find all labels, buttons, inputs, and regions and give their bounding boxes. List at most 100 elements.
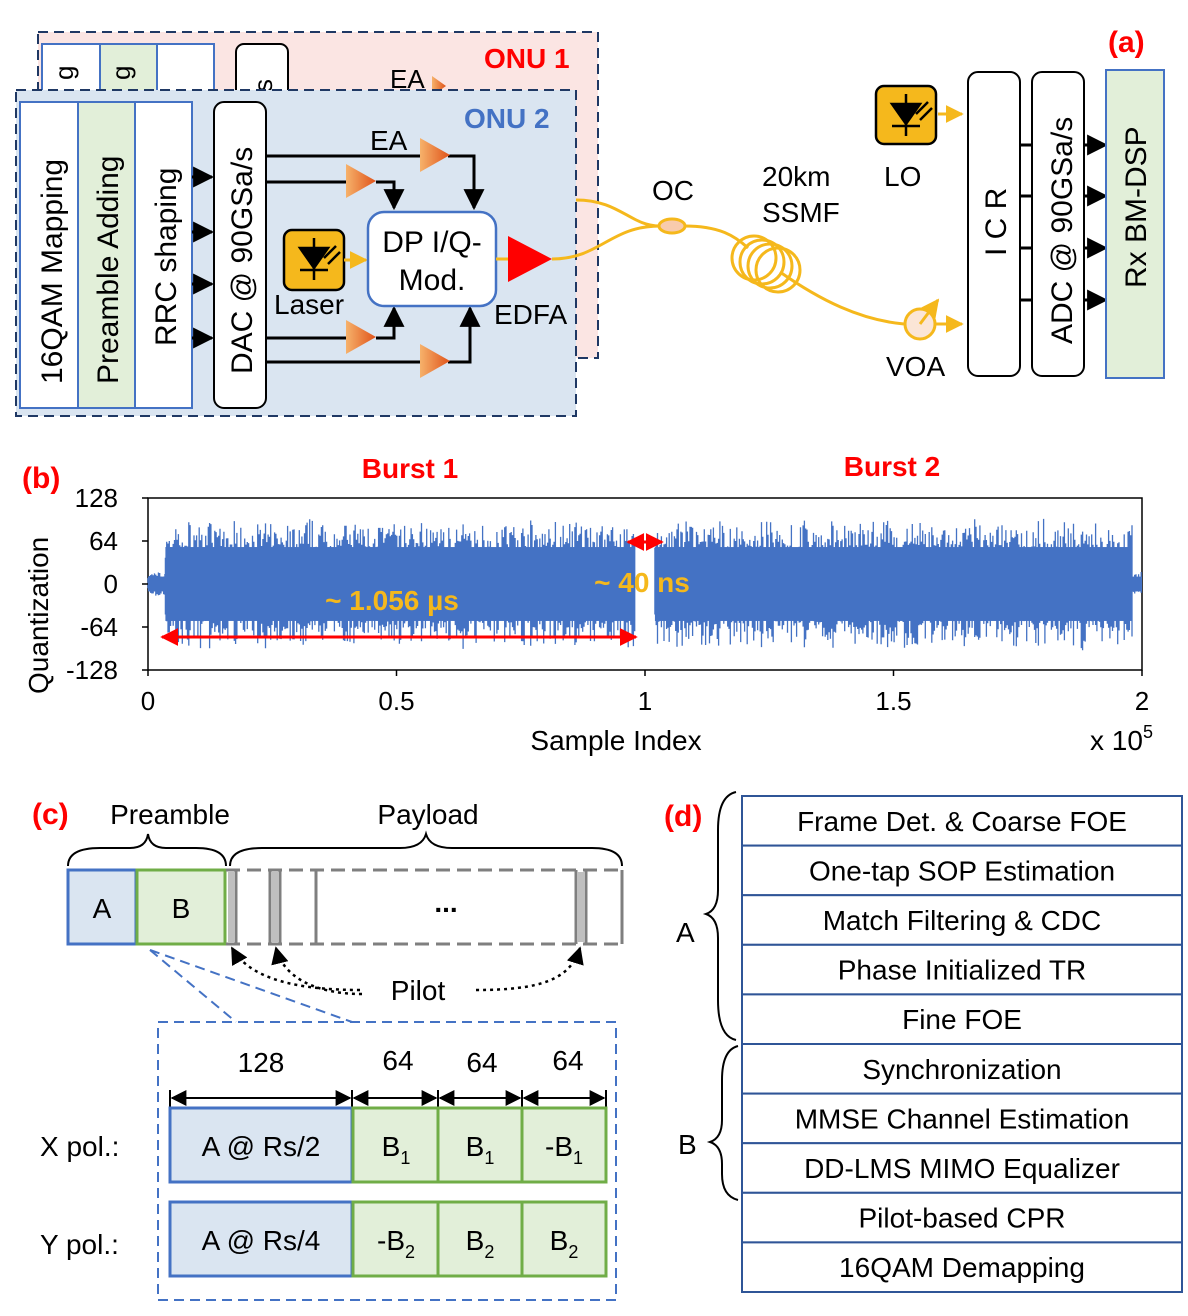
preamble-brace <box>67 833 227 867</box>
dsp-step-label-4: Phase Initialized TR <box>838 955 1087 986</box>
payload-brace <box>229 830 623 867</box>
group-b-label: B <box>678 1129 697 1160</box>
preamble-block: Preamble Adding <box>92 156 125 385</box>
frame-block-a: A <box>93 893 112 924</box>
x-axis-title: Sample Index <box>530 725 701 756</box>
icr-block: I C R <box>980 188 1013 256</box>
dsp-step-label-3: Match Filtering & CDC <box>823 905 1102 936</box>
modulator-line1: DP I/Q- <box>382 226 481 259</box>
laser-icon <box>297 238 341 280</box>
x-pol-b1: B1 <box>382 1131 411 1168</box>
y-pol-b1: -B2 <box>377 1225 415 1262</box>
dsp-step-box-1 <box>741 795 1183 847</box>
y-tick-label-2: 0 <box>104 569 118 599</box>
fiber-paths <box>551 105 964 333</box>
burst-duration: ~ 1.056 µs <box>325 585 459 616</box>
length-b1: 64 <box>382 1045 413 1076</box>
signal-core-4 <box>1132 576 1142 592</box>
rrc-block: RRC shaping <box>150 168 183 346</box>
onu1-title: ONU 1 <box>484 43 570 74</box>
x-tick-label-3: 1.5 <box>875 686 911 716</box>
group-b-brace <box>706 1045 739 1201</box>
y-pol-b2: B2 <box>466 1225 495 1262</box>
y-pol-b3: B2 <box>550 1225 579 1262</box>
ea-amp-icon-4 <box>420 344 450 378</box>
x-tick-label-1: 0.5 <box>378 686 414 716</box>
x-tick-label-4: 2 <box>1135 686 1149 716</box>
lo-laser-icon <box>889 94 933 136</box>
x-pol-b2: B1 <box>466 1131 495 1168</box>
x-pol-b3: -B1 <box>545 1131 583 1168</box>
ea-amp-icon-1 <box>420 138 450 172</box>
y-tick-label-0: 128 <box>75 483 118 513</box>
dsp-step-box-6 <box>741 1043 1183 1095</box>
payload-frame <box>226 868 624 946</box>
dsp-step-box-10 <box>741 1241 1183 1294</box>
y-pol-a: A @ Rs/4 <box>202 1225 321 1256</box>
dac-block: DAC @ 90GSa/s <box>226 147 259 374</box>
edfa-label: EDFA <box>494 299 567 330</box>
y-tick-label-1: 64 <box>89 526 118 556</box>
y-tick-label-3: -64 <box>80 612 118 642</box>
dsp-step-box-9 <box>741 1191 1183 1244</box>
onu1-partial-3: s <box>248 79 278 92</box>
dsp-step-label-5: Fine FOE <box>902 1004 1022 1035</box>
edfa-icon <box>508 236 552 282</box>
laser-label: Laser <box>274 289 344 320</box>
length-b3: 64 <box>552 1045 583 1076</box>
dsp-step-label-9: Pilot-based CPR <box>859 1203 1066 1234</box>
dsp-step-label-7: MMSE Channel Estimation <box>795 1103 1130 1134</box>
onu2-box: ONU 2 16QAM Mapping Preamble Adding RRC … <box>15 89 577 417</box>
length-a: 128 <box>238 1047 285 1078</box>
preamble-detail-box <box>157 1021 617 1301</box>
preamble-label: Preamble <box>110 799 230 830</box>
payload-ellipsis: ... <box>434 887 457 918</box>
y-tick-label-4: -128 <box>66 655 118 685</box>
panel-b-label: (b) <box>22 462 60 495</box>
length-b2: 64 <box>466 1047 497 1078</box>
fiber-type: SSMF <box>762 197 840 228</box>
dsp-step-list: Frame Det. & Coarse FOE One-tap SOP Estim… <box>741 795 1183 1294</box>
dsp-step-label-6: Synchronization <box>862 1054 1061 1085</box>
onu2-title: ONU 2 <box>464 103 550 134</box>
signal-core-1 <box>148 576 166 592</box>
signal-core-2 <box>165 547 636 621</box>
pilot-arrows <box>230 946 584 996</box>
dsp-step-label-1: Frame Det. & Coarse FOE <box>797 806 1127 837</box>
y-pol-label: Y pol.: <box>40 1229 119 1260</box>
mapping-block: 16QAM Mapping <box>36 159 69 384</box>
signal-layer <box>147 518 1142 651</box>
ea-amp-icon-3 <box>346 320 376 354</box>
panel-a: (a) g g s EA ONU 1 ONU 2 16QAM Mapping P… <box>15 26 1165 417</box>
onu1-partial-2: g <box>106 66 136 80</box>
group-a-brace <box>702 791 737 1041</box>
burst2-label: Burst 2 <box>844 451 940 482</box>
onu1-partial-1: g <box>49 66 79 80</box>
x-tick-label-2: 1 <box>638 686 652 716</box>
coupler-icon <box>657 217 687 235</box>
dsp-step-label-10: 16QAM Demapping <box>839 1252 1085 1283</box>
dsp-step-label-2: One-tap SOP Estimation <box>809 855 1115 886</box>
gap-duration: ~ 40 ns <box>594 567 690 598</box>
adc-block: ADC @ 90GSa/s <box>1046 117 1079 344</box>
dsp-step-box-4 <box>741 943 1183 996</box>
panel-c-label: (c) <box>32 798 69 831</box>
x-pol-a: A @ Rs/2 <box>202 1131 321 1162</box>
frame-block-b: B <box>172 893 191 924</box>
panel-d-label: (d) <box>664 800 702 833</box>
panel-a-label: (a) <box>1108 26 1145 59</box>
panel-c: (c) Preamble Payload A B ... Pilo <box>32 798 624 1301</box>
dsp-step-label-8: DD-LMS MIMO Equalizer <box>804 1153 1120 1184</box>
ea-amp-icon-2 <box>346 164 376 198</box>
dsp-step-box-7 <box>741 1092 1183 1145</box>
burst1-label: Burst 1 <box>362 453 458 484</box>
dsp-step-box-2 <box>741 844 1183 897</box>
voa-label: VOA <box>886 351 945 382</box>
x-multiplier: x 105 <box>1090 722 1153 756</box>
ea-label: EA <box>370 125 408 156</box>
oc-label: OC <box>652 175 694 206</box>
